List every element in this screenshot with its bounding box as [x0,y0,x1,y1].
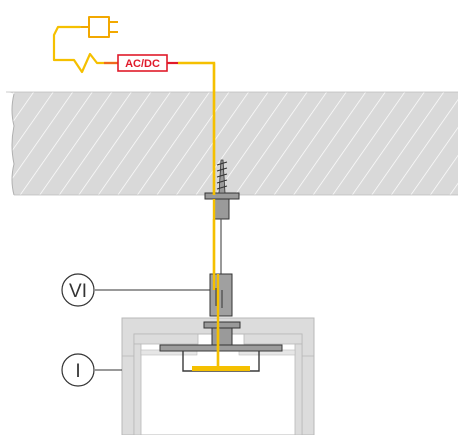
ceiling-anchor [204,192,240,220]
ceiling-broken-edge [11,93,15,196]
callout-vi-label: VI [69,281,87,302]
mounting-plate-bar [159,344,283,352]
aluminium-profile [121,317,315,435]
profile-lip-left [133,333,199,345]
mounting-plate [159,344,283,372]
led-strip [192,366,250,371]
clamp-washer [203,321,241,329]
clamp-stem [211,327,233,346]
profile-inner-wall-left [133,343,142,435]
ac-dc-label: AC/DC [125,58,160,70]
callout-vi: VI [61,273,210,307]
power-cable: AC/DC [52,16,220,366]
ceiling-fill [6,92,458,195]
callout-i-label: I [75,361,80,382]
ceiling-slab [6,91,458,196]
cable-plug-loop [52,25,120,74]
plug-icon [80,16,118,38]
profile-lip-right [243,333,303,345]
profile-inner-wall-right [294,343,303,435]
callout-i: I [61,353,122,387]
screw-icon [216,159,228,194]
